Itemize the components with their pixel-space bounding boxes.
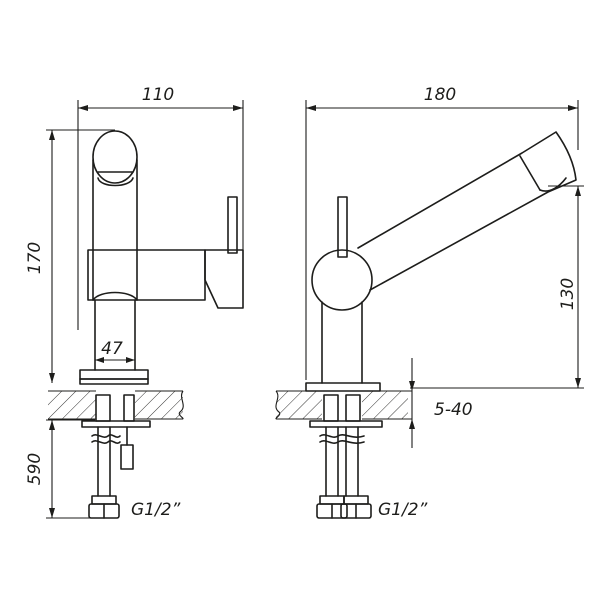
thread-label-side: G1/2”: [131, 500, 181, 520]
thread-label-front: G1/2”: [378, 500, 428, 520]
dim-label-170: 170: [25, 242, 45, 274]
dim-label-180: 180: [424, 85, 456, 105]
dim-label-47: 47: [101, 339, 123, 359]
dimension-110: 110: [78, 85, 243, 111]
dimension-590: 590: [25, 419, 95, 519]
dim-label-130: 130: [558, 278, 578, 310]
dimension-170: 170: [25, 129, 115, 383]
dimension-47: 47: [95, 339, 135, 363]
dim-label-110: 110: [142, 85, 174, 105]
countertop-right: [275, 390, 412, 420]
countertop-left: [48, 390, 184, 420]
dimension-180: 180: [306, 85, 578, 111]
dim-label-590: 590: [25, 453, 45, 485]
dimension-5-40: 5-40: [409, 358, 473, 448]
dimension-130: 130: [410, 185, 584, 389]
side-view: 110 170 47: [25, 85, 244, 520]
dim-label-5-40: 5-40: [434, 400, 473, 420]
front-view: 180 130: [275, 85, 584, 520]
